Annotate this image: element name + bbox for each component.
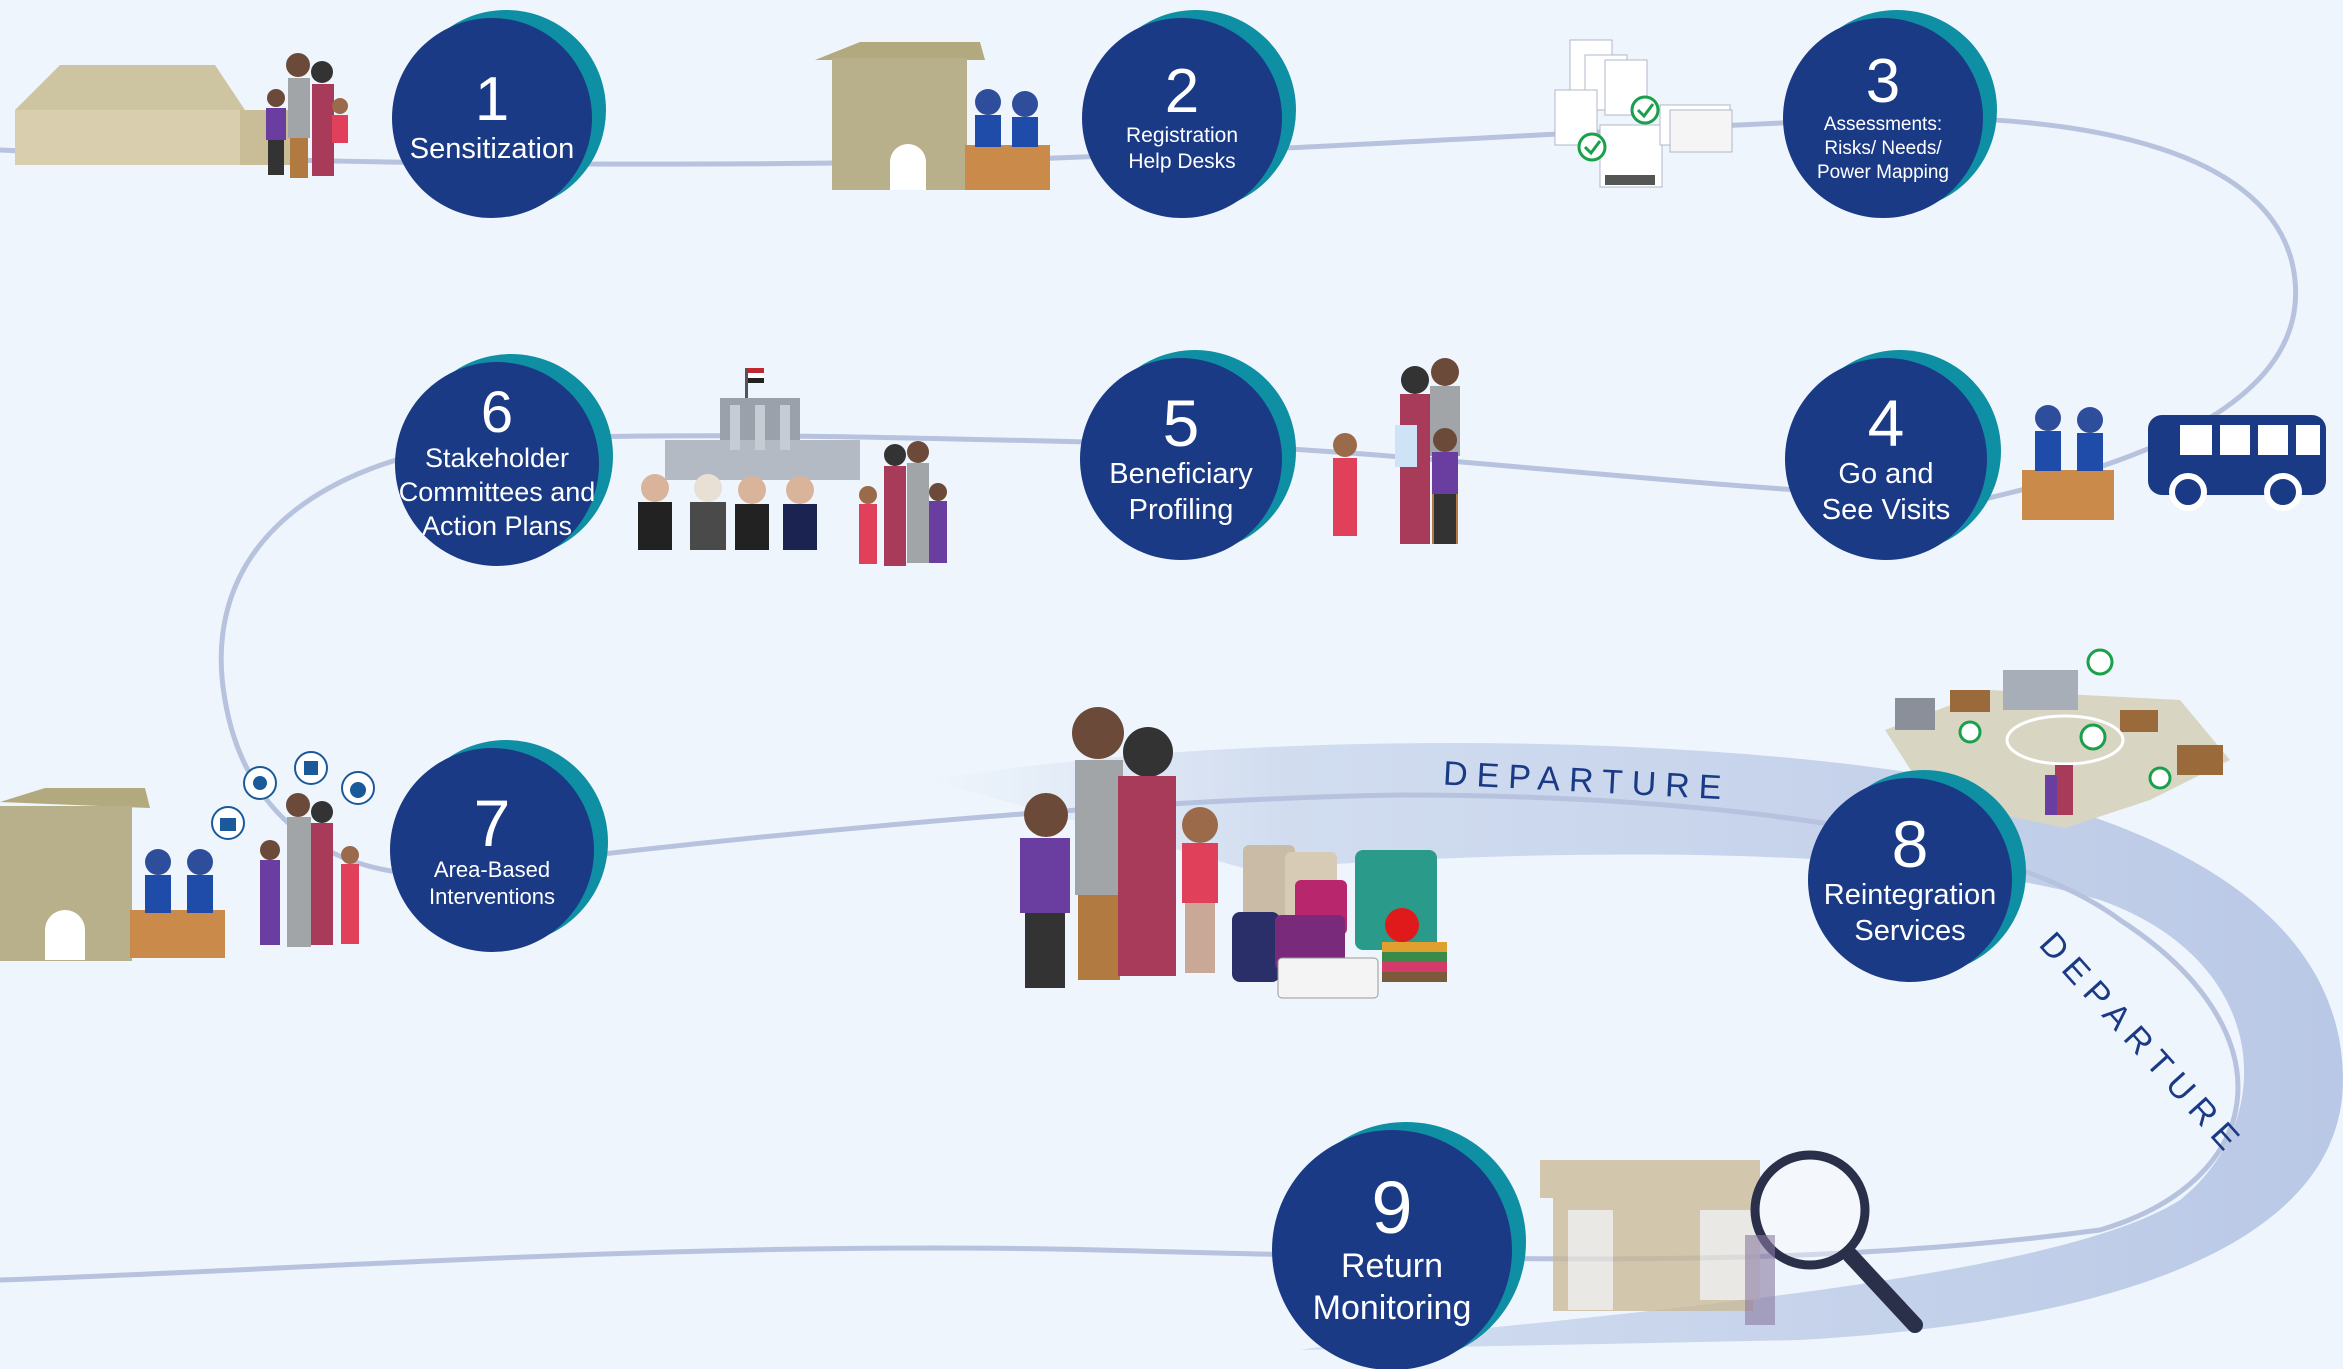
step-5-beneficiary-profiling: 5 Beneficiary Profiling <box>1080 358 1282 560</box>
map-icon <box>1885 648 2230 828</box>
departure-band <box>930 742 2343 1350</box>
family-icon <box>1333 358 1460 544</box>
step-3-assessments: 3 Assessments: Risks/ Needs/ Power Mappi… <box>1783 18 1983 218</box>
step-label: Beneficiary Profiling <box>1109 457 1253 526</box>
step-label: Registration Help Desks <box>1125 123 1239 173</box>
service-icons <box>211 751 375 840</box>
checkmark-icon <box>1577 95 1660 162</box>
step-number: 9 <box>1371 1165 1413 1249</box>
step-number: 6 <box>480 380 514 446</box>
staff-icon <box>2022 405 2114 520</box>
family-icon <box>266 53 348 178</box>
step-9-return-monitoring: 9 Return Monitoring <box>1272 1130 1512 1369</box>
step-6-stakeholder-committees: 6 Stakeholder Committees and Action Plan… <box>395 362 599 566</box>
step-number: 1 <box>474 64 510 134</box>
tent-icon <box>15 65 290 165</box>
step-number: 2 <box>1164 56 1200 126</box>
building-icon <box>815 42 985 190</box>
step-label: Reintegration Services <box>1823 878 1997 947</box>
step-number: 7 <box>473 785 511 860</box>
step-label: Go and See Visits <box>1821 457 1951 526</box>
step-number: 4 <box>1867 385 1905 460</box>
staff-icon <box>130 849 225 958</box>
step-label: Assessments: Risks/ Needs/ Power Mapping <box>1816 114 1950 183</box>
staff-icon <box>965 89 1050 190</box>
family-icon <box>260 793 359 947</box>
step-7-area-based-interventions: 7 Area-Based Interventions <box>390 748 594 952</box>
step-label: Return Monitoring <box>1312 1246 1472 1328</box>
step-number: 8 <box>1891 806 1929 881</box>
step-8-reintegration-services: 8 Reintegration Services <box>1808 778 2012 982</box>
luggage-icon <box>1232 845 1447 999</box>
community-leaders-icon <box>638 474 817 550</box>
step-2-registration: 2 Registration Help Desks <box>1082 18 1282 218</box>
step-label: Stakeholder Committees and Action Plans <box>398 443 596 541</box>
step-label: Area-Based Interventions <box>429 856 555 910</box>
shelter-icon <box>0 788 150 961</box>
step-number: 3 <box>1865 47 1901 117</box>
step-number: 5 <box>1162 385 1200 460</box>
magnifier-icon <box>1745 1150 1923 1333</box>
shelter-icon <box>1540 1160 1760 1311</box>
family-icon <box>859 441 947 566</box>
step-4-go-and-see-visits: 4 Go and See Visits <box>1785 358 1987 560</box>
step-label: Sensitization <box>409 132 575 165</box>
family-icon <box>1020 707 1218 988</box>
government-building-icon <box>665 368 860 480</box>
step-1-sensitization: 1 Sensitization <box>392 18 592 218</box>
bus-icon <box>2148 415 2326 511</box>
